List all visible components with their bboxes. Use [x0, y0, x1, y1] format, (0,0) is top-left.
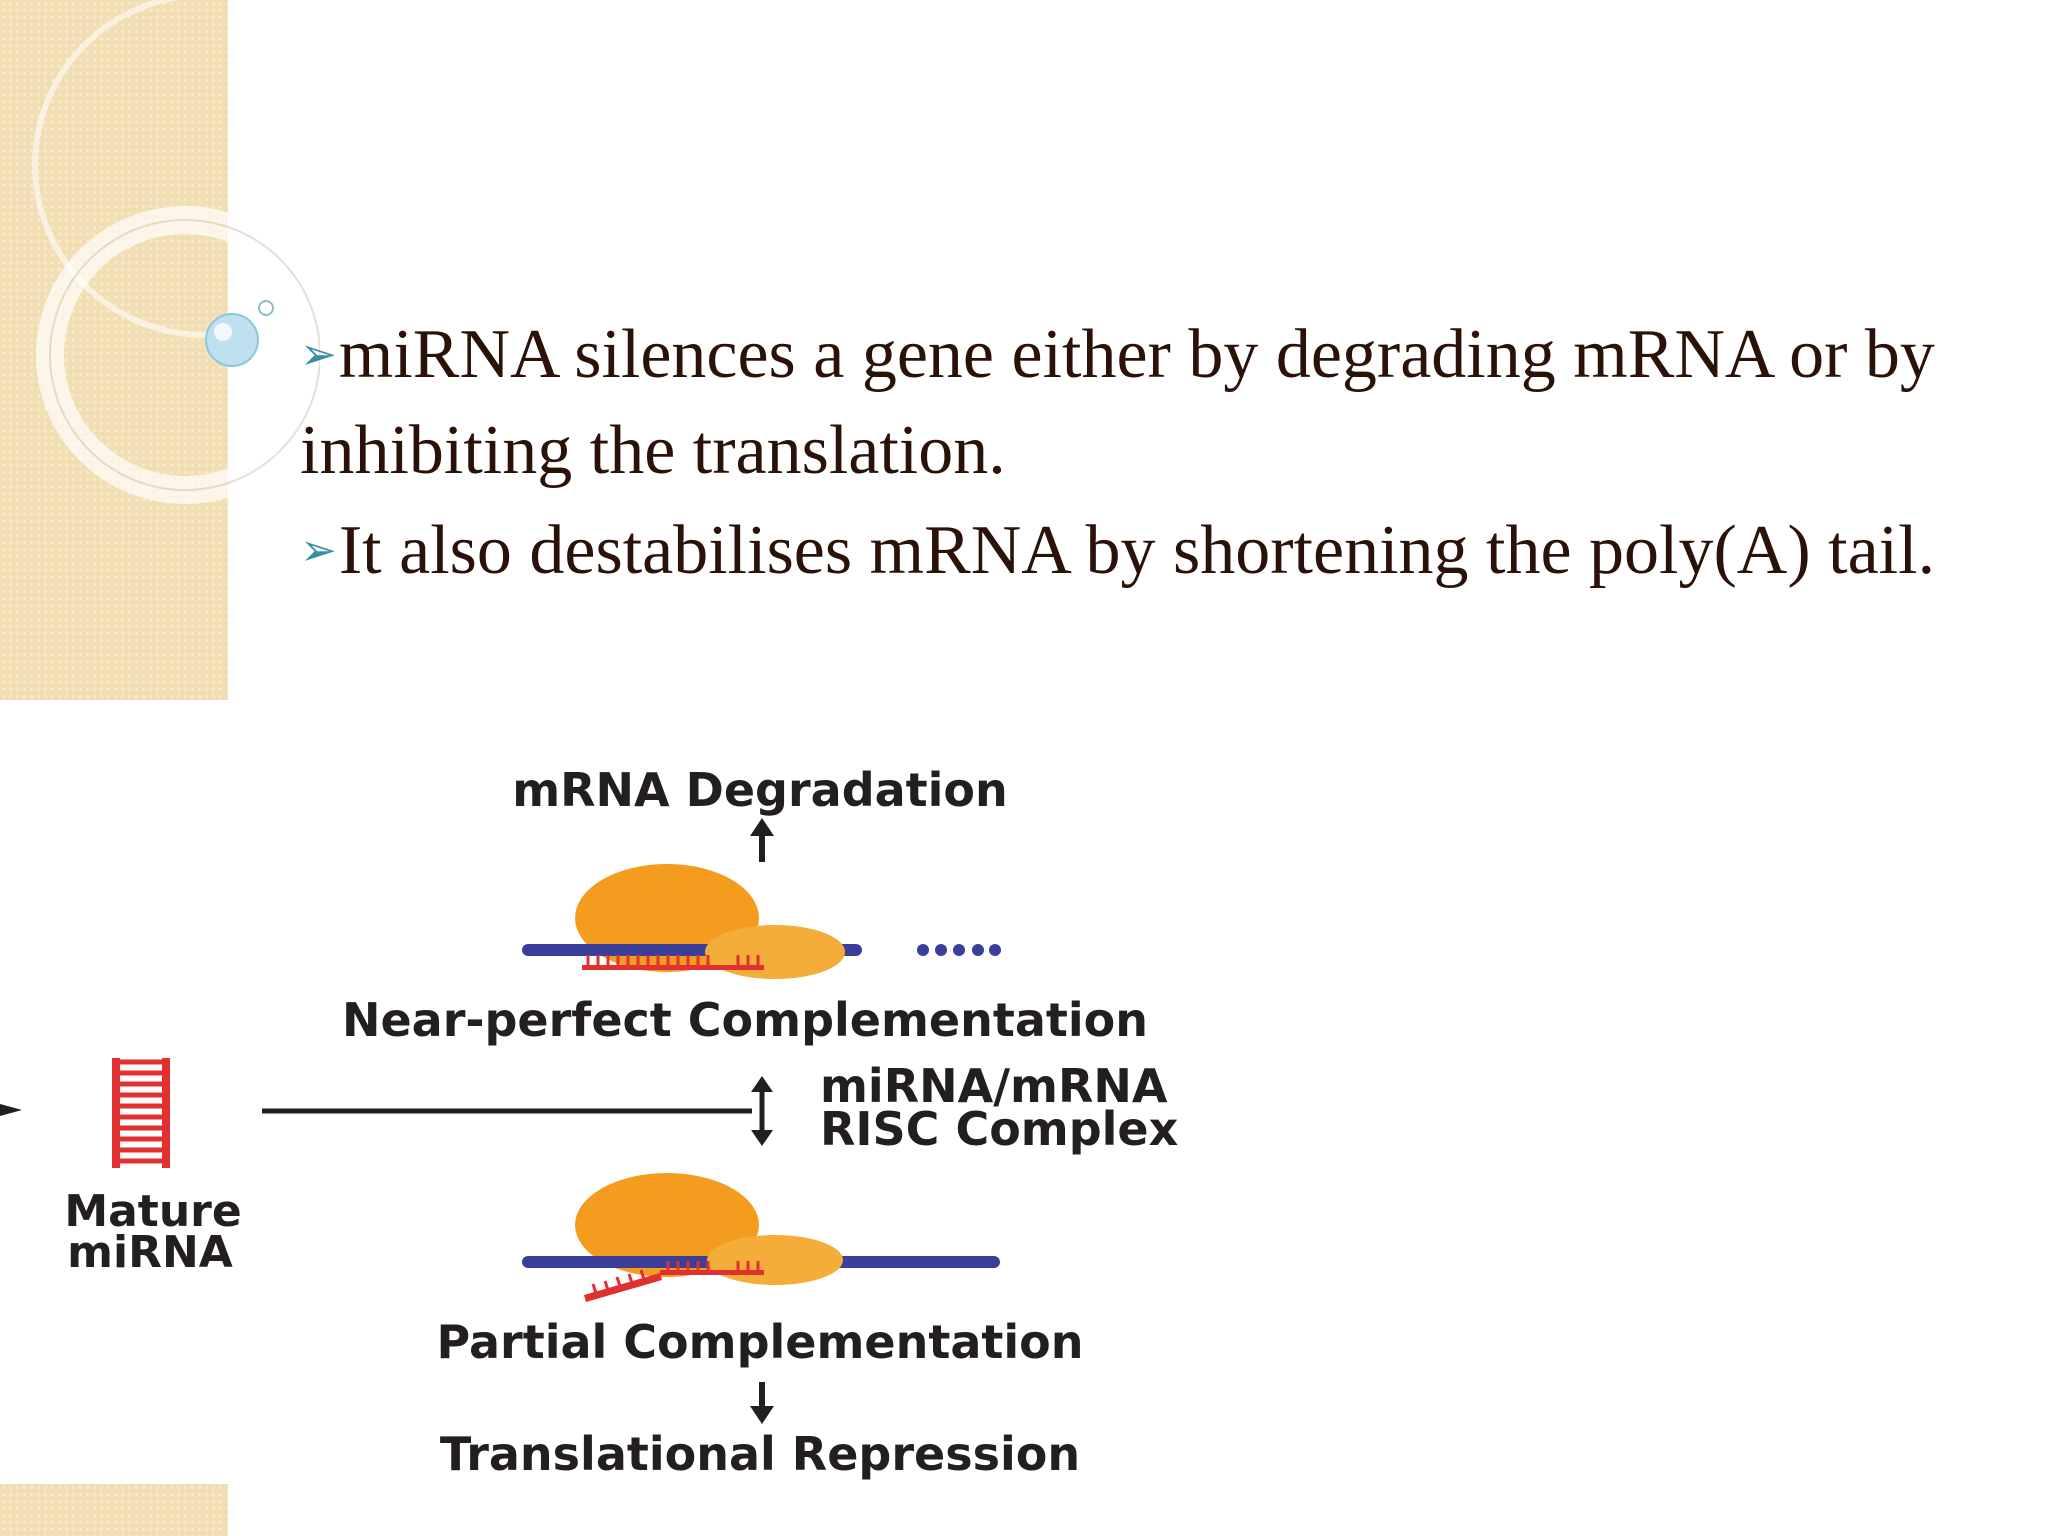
- bullet-arrow-icon: ➢: [300, 329, 337, 379]
- mirna-mechanism-diagram: mRNA Degradation Near-perfect Complement…: [0, 763, 1178, 1481]
- bullet-arrow-icon: ➢: [300, 525, 337, 575]
- label-mrna-degradation: mRNA Degradation: [512, 763, 1008, 817]
- label-translational-repression: Translational Repression: [440, 1427, 1080, 1481]
- bullet-item: ➢It also destabilises mRNA by shortening…: [300, 511, 1936, 589]
- decorative-sidebar-bottom: [0, 1484, 228, 1536]
- label-near-perfect: Near-perfect Complementation: [342, 993, 1148, 1047]
- decorative-sidebar: [0, 0, 228, 700]
- bidirectional-arrow-icon: [751, 1076, 773, 1146]
- slide-body: ➢miRNA silences a gene either by degradi…: [300, 310, 2000, 612]
- mature-mirna-icon: [112, 1058, 170, 1168]
- label-partial: Partial Complementation: [437, 1315, 1084, 1369]
- up-arrow-icon: [750, 818, 774, 862]
- ribosome-complex-top: [522, 864, 1001, 979]
- label-mature: Mature: [64, 1186, 241, 1237]
- down-arrow-icon: [750, 1382, 774, 1424]
- label-complex-line2: RISC Complex: [820, 1102, 1178, 1156]
- label-complex-line1: miRNA/mRNA: [820, 1059, 1168, 1113]
- incoming-arrow-icon: [0, 1104, 22, 1116]
- bullet-item: ➢miRNA silences a gene either by degradi…: [300, 316, 1935, 489]
- ribosome-complex-bottom: [522, 1173, 1000, 1302]
- label-mirna: miRNA: [67, 1227, 233, 1278]
- decorative-circles: [32, 0, 320, 504]
- bubble-small: [258, 300, 274, 316]
- bubble-large: [205, 313, 259, 367]
